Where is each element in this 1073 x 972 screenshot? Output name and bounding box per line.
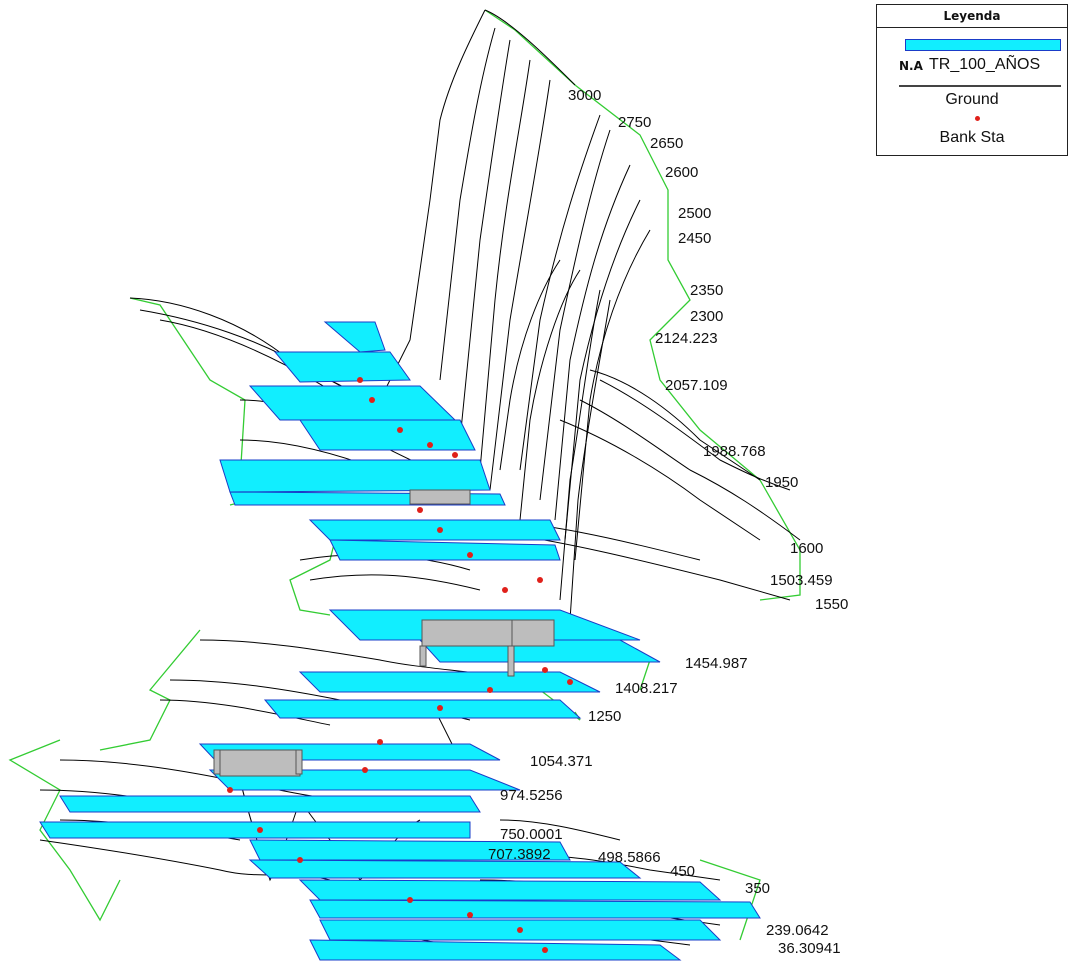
station-label: 2124.223: [655, 330, 718, 347]
ground-line-swatch: [899, 85, 1061, 87]
water-prefix-label: N.A: [899, 59, 923, 73]
bridge-structures: [213, 489, 555, 777]
legend-box: Leyenda N.A TR_100_AÑOS Ground Bank Sta: [876, 4, 1068, 156]
station-label: 350: [745, 880, 770, 897]
station-label: 1054.371: [530, 753, 593, 770]
station-label: 2057.109: [665, 377, 728, 394]
station-label: 1503.459: [770, 572, 833, 589]
station-label: 2600: [665, 164, 698, 181]
station-label: 3000: [568, 87, 601, 104]
station-label: 1250: [588, 708, 621, 725]
bank-station-swatch: [975, 116, 980, 121]
station-label: 974.5256: [500, 787, 563, 804]
station-label: 2300: [690, 308, 723, 325]
station-label: 1988.768: [703, 443, 766, 460]
station-label: 498.5866: [598, 849, 661, 866]
station-label: 2650: [650, 135, 683, 152]
legend-title: Leyenda: [877, 5, 1067, 28]
bank-station-label: Bank Sta: [939, 129, 1005, 146]
water-surface: [39, 321, 761, 961]
station-label: 1408.217: [615, 680, 678, 697]
station-label: 1550: [815, 596, 848, 613]
station-label: 239.0642: [766, 922, 829, 939]
water-profile-label: TR_100_AÑOS: [929, 56, 1041, 73]
station-label: 2750: [618, 114, 651, 131]
station-label: 36.30941: [778, 940, 841, 957]
station-label: 1454.987: [685, 655, 748, 672]
bank-station-markers: [227, 377, 573, 953]
station-label: 1600: [790, 540, 823, 557]
station-label: 2450: [678, 230, 711, 247]
water-surface-swatch: [905, 39, 1061, 51]
ground-label: Ground: [945, 91, 999, 108]
station-label: 707.3892: [488, 846, 551, 863]
station-label: 1950: [765, 474, 798, 491]
station-labels: 3000 2750 2650 2600 2500 2450 2350 2300 …: [488, 87, 848, 957]
station-label: 2500: [678, 205, 711, 222]
station-label: 2350: [690, 282, 723, 299]
station-label: 450: [670, 863, 695, 880]
station-label: 750.0001: [500, 826, 563, 843]
